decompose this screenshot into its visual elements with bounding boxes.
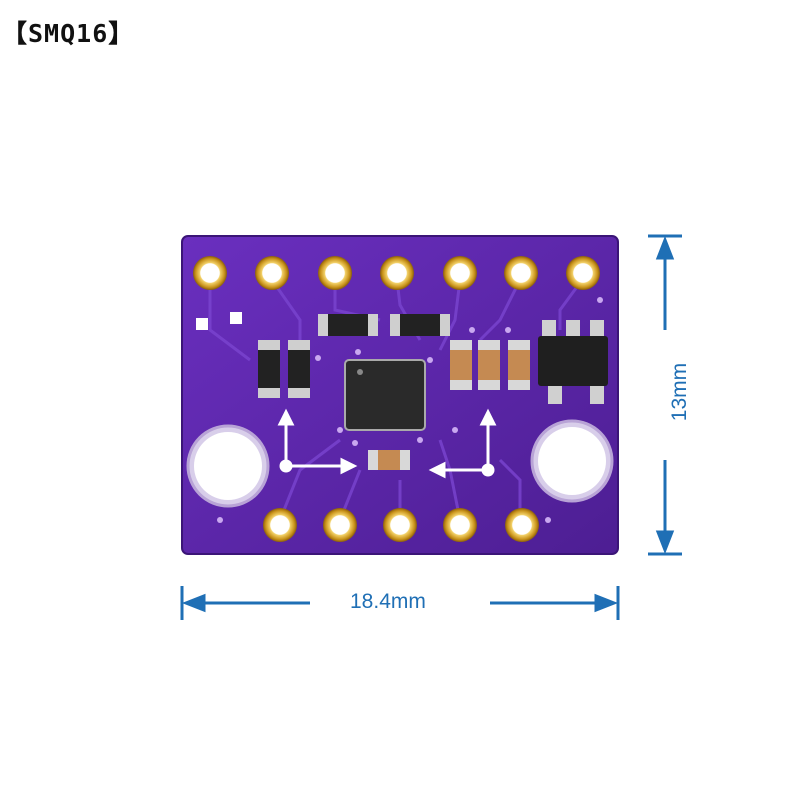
vertical-resistors xyxy=(258,340,310,398)
silk-square-mark xyxy=(196,318,208,330)
capacitors xyxy=(368,340,530,470)
top-header-pads xyxy=(193,256,600,290)
height-dimension-line xyxy=(648,234,682,556)
imu-chip xyxy=(344,359,426,431)
product-tag: 【SMQ16】 xyxy=(2,19,135,48)
voltage-regulator xyxy=(538,320,608,404)
vias xyxy=(217,297,603,523)
width-dimension-line xyxy=(180,586,620,620)
bottom-header-pads xyxy=(263,508,539,542)
height-label: 13mm xyxy=(668,362,691,422)
axis-diagram-left xyxy=(277,408,358,475)
silk-square-mark xyxy=(230,312,242,324)
axis-diagram-right xyxy=(428,408,497,479)
resistor-row xyxy=(318,314,450,336)
width-label: 18.4mm xyxy=(350,590,426,613)
mounting-holes xyxy=(186,419,614,508)
